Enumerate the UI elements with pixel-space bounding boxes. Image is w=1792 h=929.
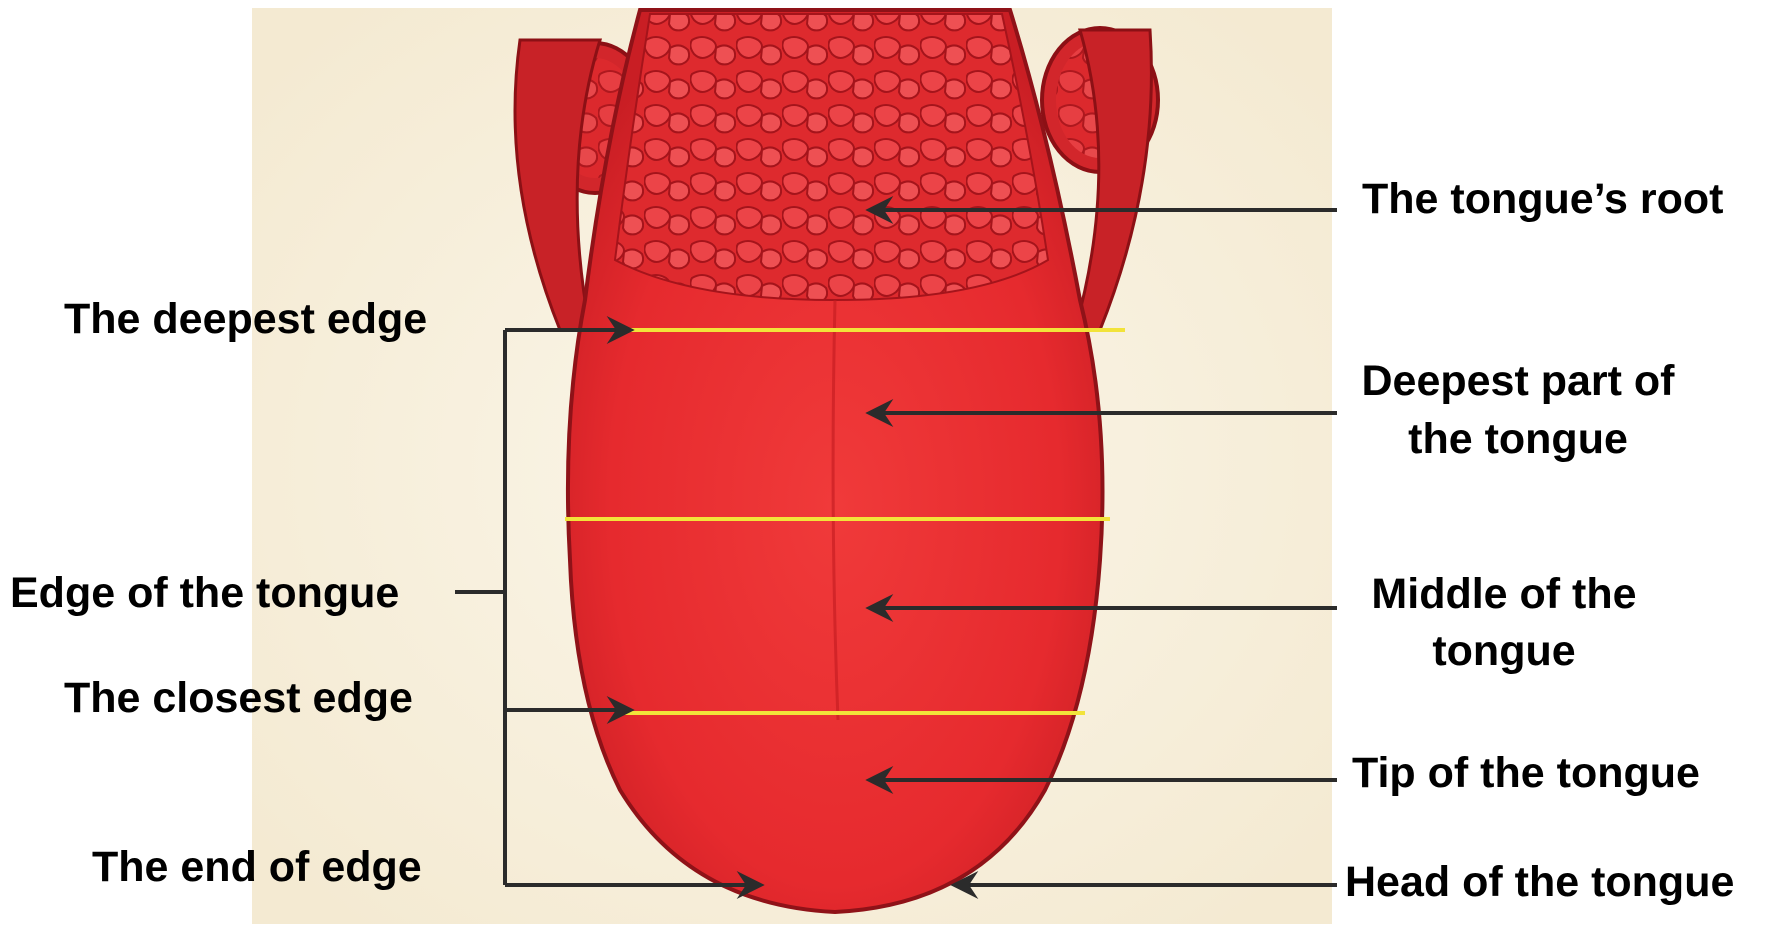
label-end-of-edge: The end of edge [92,838,422,896]
tongue-root-region [615,14,1048,300]
label-head: Head of the tongue [1345,853,1734,911]
label-deepest-part-line2: the tongue [1348,410,1688,468]
label-edge-of-tongue: Edge of the tongue [10,564,399,622]
label-middle-line2: tongue [1348,622,1660,680]
label-middle-line1: Middle of the [1348,565,1660,623]
label-deepest-part-line1: Deepest part of [1348,352,1688,410]
label-tongue-root: The tongue’s root [1362,170,1724,228]
label-closest-edge: The closest edge [64,669,413,727]
label-deepest-edge: The deepest edge [64,290,427,348]
label-tip: Tip of the tongue [1352,744,1700,802]
